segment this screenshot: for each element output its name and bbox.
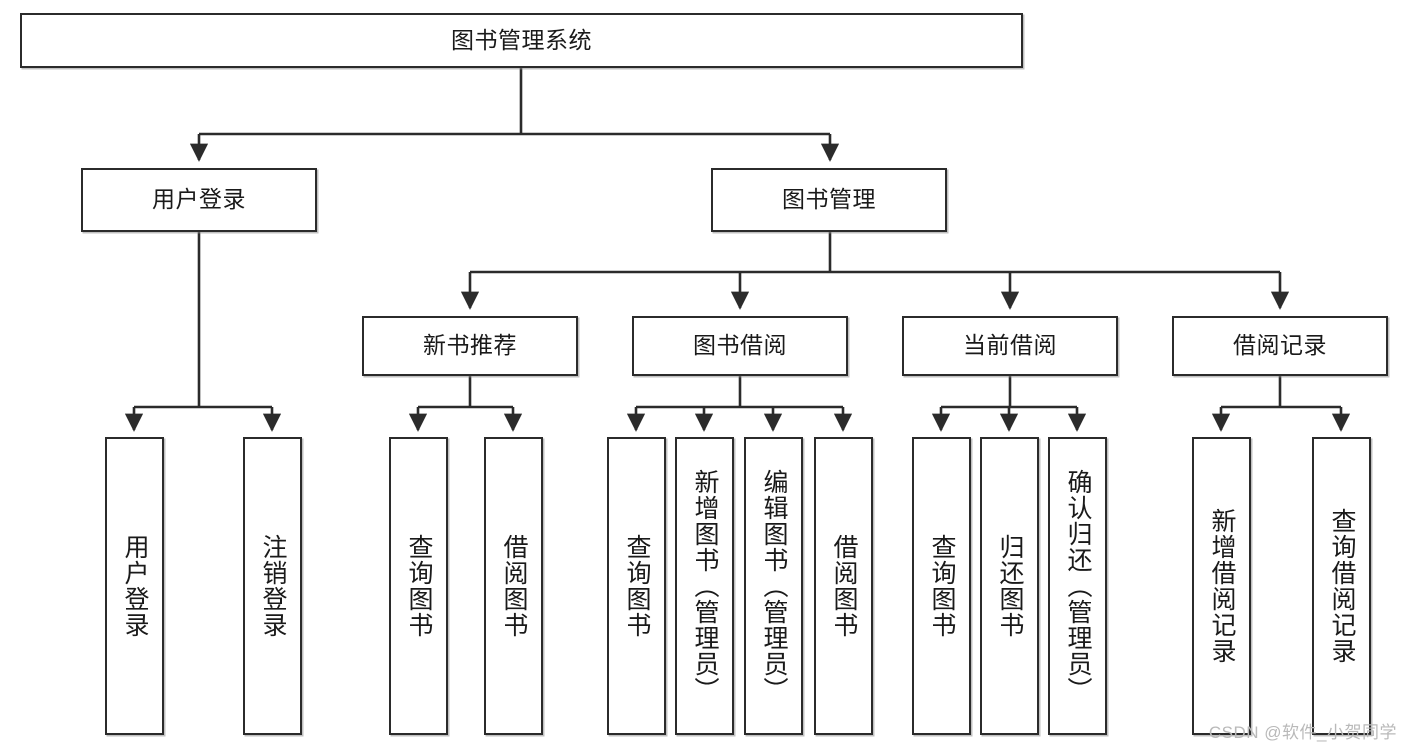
node-leaf-borrow-book-2[interactable]: 借阅图书 xyxy=(814,437,873,735)
node-leaf-borrow-book-2-label: 借阅图书 xyxy=(830,534,858,638)
node-leaf-add-book-label: 新增图书（管理员） xyxy=(691,469,719,703)
node-leaf-user-login[interactable]: 用户登录 xyxy=(105,437,164,735)
node-leaf-user-logout-label: 注销登录 xyxy=(259,534,287,638)
node-leaf-user-logout[interactable]: 注销登录 xyxy=(243,437,302,735)
node-leaf-query-book-2-label: 查询图书 xyxy=(623,534,651,638)
node-borrow-record-label: 借阅记录 xyxy=(1233,332,1327,359)
node-leaf-edit-book[interactable]: 编辑图书（管理员） xyxy=(744,437,803,735)
node-leaf-borrow-book-1[interactable]: 借阅图书 xyxy=(484,437,543,735)
node-leaf-add-record-label: 新增借阅记录 xyxy=(1208,508,1236,664)
node-leaf-return-book[interactable]: 归还图书 xyxy=(980,437,1039,735)
node-leaf-add-book[interactable]: 新增图书（管理员） xyxy=(675,437,734,735)
node-leaf-query-record[interactable]: 查询借阅记录 xyxy=(1312,437,1371,735)
node-leaf-confirm-return-label: 确认归还（管理员） xyxy=(1064,469,1092,703)
node-leaf-edit-book-label: 编辑图书（管理员） xyxy=(760,469,788,703)
node-leaf-query-record-label: 查询借阅记录 xyxy=(1328,508,1356,664)
node-leaf-query-book-3[interactable]: 查询图书 xyxy=(912,437,971,735)
node-leaf-query-book-1[interactable]: 查询图书 xyxy=(389,437,448,735)
node-leaf-add-record[interactable]: 新增借阅记录 xyxy=(1192,437,1251,735)
node-leaf-query-book-3-label: 查询图书 xyxy=(928,534,956,638)
node-current-borrow-label: 当前借阅 xyxy=(963,332,1057,359)
node-root-label: 图书管理系统 xyxy=(451,26,592,53)
node-leaf-borrow-book-1-label: 借阅图书 xyxy=(500,534,528,638)
watermark-text: CSDN @软件_小贺同学 xyxy=(1208,723,1397,742)
node-leaf-return-book-label: 归还图书 xyxy=(996,534,1024,638)
node-book-borrow-label: 图书借阅 xyxy=(693,332,787,359)
node-borrow-record[interactable]: 借阅记录 xyxy=(1172,316,1388,376)
node-leaf-query-book-1-label: 查询图书 xyxy=(405,534,433,638)
node-book-manage-label: 图书管理 xyxy=(782,186,876,213)
node-new-book-recommend-label: 新书推荐 xyxy=(423,332,517,359)
node-leaf-query-book-2[interactable]: 查询图书 xyxy=(607,437,666,735)
node-user-login-label: 用户登录 xyxy=(152,186,246,213)
node-leaf-confirm-return[interactable]: 确认归还（管理员） xyxy=(1048,437,1107,735)
node-new-book-recommend[interactable]: 新书推荐 xyxy=(362,316,578,376)
node-book-manage[interactable]: 图书管理 xyxy=(711,168,947,232)
node-user-login[interactable]: 用户登录 xyxy=(81,168,317,232)
node-current-borrow[interactable]: 当前借阅 xyxy=(902,316,1118,376)
node-root[interactable]: 图书管理系统 xyxy=(20,13,1023,68)
node-book-borrow[interactable]: 图书借阅 xyxy=(632,316,848,376)
node-leaf-user-login-label: 用户登录 xyxy=(121,534,149,638)
